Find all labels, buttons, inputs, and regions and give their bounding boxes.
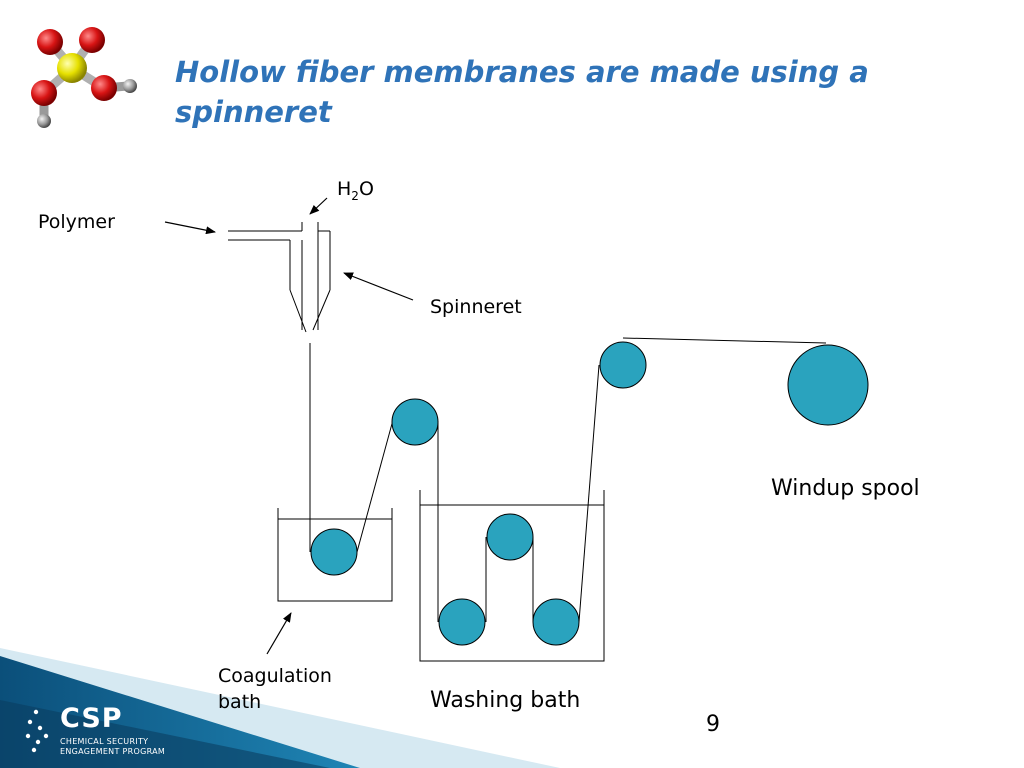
spinneret-label: Spinneret xyxy=(430,296,522,318)
washing-roller-top xyxy=(486,513,534,561)
spinneret-nozzle xyxy=(228,222,331,333)
transfer-roller xyxy=(391,398,439,446)
h2o-arrow xyxy=(309,197,328,215)
washing-roller-right xyxy=(532,598,580,646)
washing-bath-tank xyxy=(419,490,605,662)
coagulation-roller xyxy=(310,528,358,576)
exit-roller xyxy=(599,341,647,389)
coagulation-bath-tank xyxy=(277,508,393,602)
csp-dots-icon xyxy=(25,709,49,753)
fiber-path xyxy=(309,337,827,623)
csp-logo-text: CSP xyxy=(60,703,123,734)
molecule-logo-icon xyxy=(31,27,137,128)
slide-title: Hollow fiber membranes are made using a … xyxy=(175,55,869,129)
csp-logo-line2: ENGAGEMENT PROGRAM xyxy=(60,747,166,756)
windup-spool-label: Windup spool xyxy=(771,476,920,501)
polymer-arrow xyxy=(164,221,216,235)
washing-bath-label: Washing bath xyxy=(430,688,581,713)
page-number: 9 xyxy=(706,712,720,737)
coagulation-bath-label: Coagulation bath xyxy=(218,665,332,713)
coagulation-arrow xyxy=(266,612,292,655)
csp-logo-line1: CHEMICAL SECURITY xyxy=(60,737,149,746)
washing-roller-left xyxy=(438,598,486,646)
polymer-label: Polymer xyxy=(38,211,115,233)
spinneret-arrow xyxy=(343,272,414,301)
windup-spool xyxy=(787,344,869,426)
h2o-label: H2O xyxy=(337,178,374,203)
